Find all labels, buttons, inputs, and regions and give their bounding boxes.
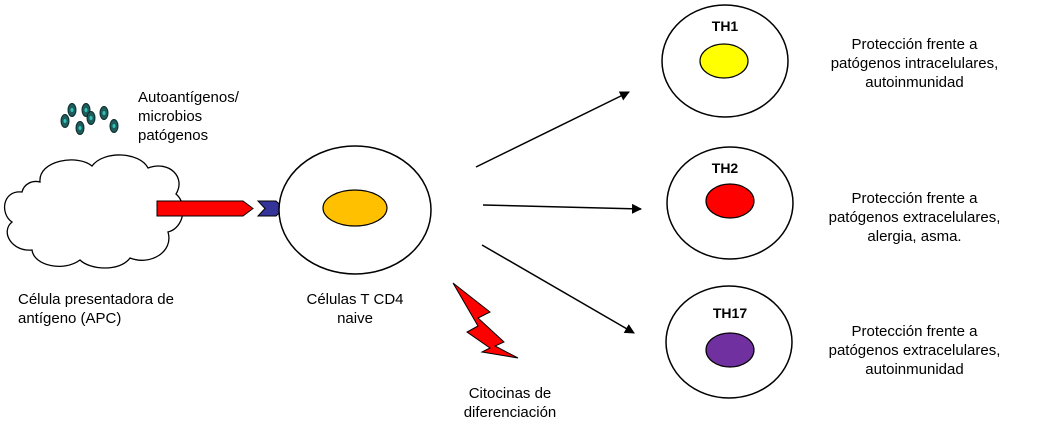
arrow-to-th1 <box>476 92 629 167</box>
apc-cloud-shape <box>5 155 183 268</box>
presentation-arrow <box>157 201 253 216</box>
th2-label: TH2 <box>695 160 755 176</box>
arrow-to-th17 <box>482 245 634 333</box>
th2-nucleus <box>706 184 754 218</box>
th17-label: TH17 <box>700 305 760 321</box>
th17-nucleus <box>706 333 754 367</box>
antigens-label: Autoantígenos/ microbios patógenos <box>138 88 239 145</box>
th1-label: TH1 <box>695 18 755 34</box>
apc-label: Célula presentadora de antígeno (APC) <box>18 290 174 328</box>
microbes-icon <box>61 104 118 135</box>
th17-function-label: Protección frente a patógenos extracelul… <box>812 322 1017 379</box>
naive-cell-label: Células T CD4 naive <box>295 290 415 328</box>
th1-function-label: Protección frente a patógenos intracelul… <box>812 35 1017 92</box>
naive-t-cell-nucleus <box>323 190 387 226</box>
th2-function-label: Protección frente a patógenos extracelul… <box>812 189 1017 246</box>
cytokine-lightning-icon <box>453 283 518 358</box>
th1-nucleus <box>700 44 748 78</box>
cytokines-label: Citocinas de diferenciación <box>440 384 580 422</box>
arrow-to-th2 <box>483 205 641 209</box>
